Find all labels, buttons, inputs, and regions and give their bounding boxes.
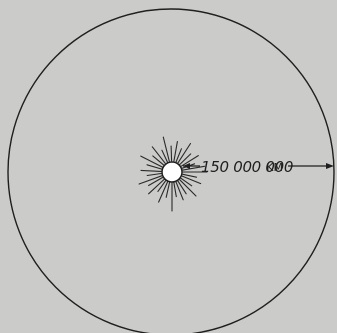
sun-ray — [176, 149, 181, 162]
sun-ray — [174, 142, 178, 162]
sun-ray — [141, 170, 161, 171]
sun-icon — [139, 137, 207, 211]
sun-ray — [180, 154, 191, 165]
distance-unit: KM — [266, 161, 283, 174]
sun-disc — [162, 162, 182, 182]
sun-ray — [178, 181, 186, 194]
sun-ray — [147, 174, 161, 176]
sun-ray — [171, 146, 172, 161]
sun-ray — [149, 178, 163, 186]
arrow-icon — [326, 163, 334, 169]
sun-ray — [174, 183, 176, 197]
sun-ray — [163, 137, 169, 161]
sun-ray — [182, 176, 201, 184]
sun-ray — [176, 182, 183, 200]
